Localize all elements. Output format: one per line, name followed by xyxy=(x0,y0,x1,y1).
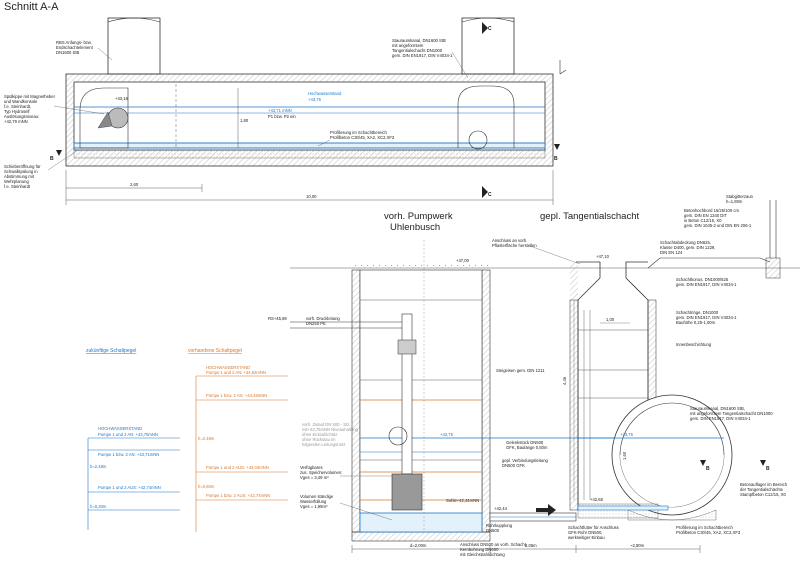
bottom-section: vorh. Pumpwerk Uhlenbusch gepl. Tangenti… xyxy=(268,194,800,557)
schaltpegel-existing: vorhandene Schaltpegel HOCHWASSERSTAND P… xyxy=(188,348,288,532)
pumpwerk-wall-right xyxy=(481,269,491,533)
rs-level: RS+45,89 xyxy=(268,316,287,321)
level-left: +43,16 xyxy=(115,96,129,101)
svg-text:vorh. Zulauf DN 500 - Stz.SS+4: vorh. Zulauf DN 500 - Stz.SS+43,75mNN Ni… xyxy=(302,422,359,447)
inlet-circle xyxy=(388,426,408,446)
existing-p-an: Pumpe 1 bzw. 2 AN: +44,48mNN xyxy=(206,393,267,398)
dim-446: 4,46 xyxy=(562,376,567,385)
steigeisen-label: Steigeisen gem. DIN 1211 xyxy=(496,368,545,373)
p1-note: P1 bzw. P2 ein xyxy=(268,114,296,119)
existing-p-aus2: Pumpe 1 bzw. 2 AUS: +42,74mNN xyxy=(206,493,270,498)
existing-h248: h=2,48m xyxy=(198,436,215,441)
dim-100: 1,00 xyxy=(606,317,615,322)
level-4375: +43,75 xyxy=(440,432,454,437)
dim-1-80: 1,80 xyxy=(240,118,249,123)
section-b-left: B xyxy=(50,156,54,162)
future-hw: HOCHWASSERSTAND xyxy=(98,426,142,431)
existing-p-aus1: Pumpe 1 und 2 AUS: +43,04mNN xyxy=(206,465,269,470)
drawing-title: Schnitt A-A xyxy=(4,1,59,13)
section-b-bottom2: B xyxy=(766,466,770,472)
section-c-top: C xyxy=(488,26,492,32)
sohle-label: Sohle+42,44mNN xyxy=(446,498,479,503)
bedding xyxy=(73,149,546,159)
future-p-aus: Pumpe 1 und 2 AUS: +42,74mNN xyxy=(98,485,161,490)
innenbeschichtung-label: Innenbeschichtung xyxy=(676,342,712,347)
top-section: 2,60 10,00 1,80 +43,16 Hochwasserstand +… xyxy=(4,17,567,205)
svg-text:Anschluss an vorh.Pflasterfläc: Anschluss an vorh.Pflasterfläche herstel… xyxy=(492,238,537,248)
dim-280: ~2,80m xyxy=(630,543,645,548)
level-ground: +47,00 xyxy=(456,258,470,263)
level-4244: +42,44 xyxy=(494,506,508,511)
pump-icon xyxy=(391,473,423,511)
future-h030: h=0,30m xyxy=(90,504,107,509)
hw-value: +43,75 xyxy=(308,97,322,102)
level-4265: +42,65 xyxy=(590,497,604,502)
hw-label: Hochwasserstand xyxy=(308,91,342,96)
svg-text:Profilierung im Schachtbereich: Profilierung im SchachtbereichProfilbeto… xyxy=(676,525,741,535)
svg-text:RBS Anfangs- bzw.Endschachtele: RBS Anfangs- bzw.EndschachtelementDN1600… xyxy=(56,40,94,55)
dim-10-00: 10,00 xyxy=(306,194,317,199)
dim-160: 1,60 xyxy=(622,451,627,460)
svg-text:Stauraumkanal, DN1600 StB,mit: Stauraumkanal, DN1600 StB,mit angeformte… xyxy=(690,406,773,421)
dim-d: d=2,00m xyxy=(410,543,427,548)
future-p-an: Pumpe 1 bzw. 2 AN: +43,71mNN xyxy=(98,452,159,457)
svg-text:Profilierung im Schachtbereich: Profilierung im SchachtbereichProfilbeto… xyxy=(330,130,395,140)
pumpwerk-floor xyxy=(351,531,491,542)
shaft-left xyxy=(107,17,161,75)
valve-icon xyxy=(397,339,417,355)
dim-2-60: 2,60 xyxy=(130,182,139,187)
schacht-title: gepl. Tangentialschacht xyxy=(540,211,639,222)
future-hw-sub: Pumpe 1 und 2 AN: +43,75mNN xyxy=(98,432,158,437)
outlet-circle xyxy=(468,130,488,150)
pumpwerk-wall-left xyxy=(351,269,361,533)
pumpwerk-title-2: Uhlenbusch xyxy=(390,222,440,233)
existing-hw-sub: Pumpe 1 und 2 AN: +44,92mNN xyxy=(206,370,266,375)
water-body xyxy=(359,512,483,533)
pipe-interior xyxy=(73,81,546,151)
level-ground2: +47,10 xyxy=(596,254,610,259)
section-c-bottom: C xyxy=(488,192,492,198)
pumpwerk-title-1: vorh. Pumpwerk xyxy=(384,211,453,222)
schaltpegel-future: zukünftige Schaltpegel HOCHWASSERSTAND P… xyxy=(86,348,180,530)
existing-hw: HOCHWASSERSTAND xyxy=(206,365,250,370)
existing-heading: vorhandene Schaltpegel xyxy=(188,348,242,354)
shaft-right xyxy=(461,17,515,75)
future-h248: h=2,48m xyxy=(90,464,107,469)
section-b-right: B xyxy=(554,156,558,162)
dim-205: 2,05m xyxy=(525,543,537,548)
p1-value: +43,71 mNN xyxy=(268,108,292,113)
level-4375b: +43,75 xyxy=(620,432,634,437)
low-water xyxy=(73,142,546,149)
existing-h060: h=0,60m xyxy=(198,484,215,489)
riser-pipe xyxy=(401,313,413,475)
svg-text:Anschluss DN500 an vorh. Schac: Anschluss DN500 an vorh. Schacht,Kernboh… xyxy=(460,542,527,557)
section-b-bottom: B xyxy=(706,466,710,472)
svg-text:Schachtabdeckung DN625,Klasse: Schachtabdeckung DN625,Klasse D400, gem.… xyxy=(660,240,715,255)
future-heading: zukünftige Schaltpegel xyxy=(86,348,136,354)
